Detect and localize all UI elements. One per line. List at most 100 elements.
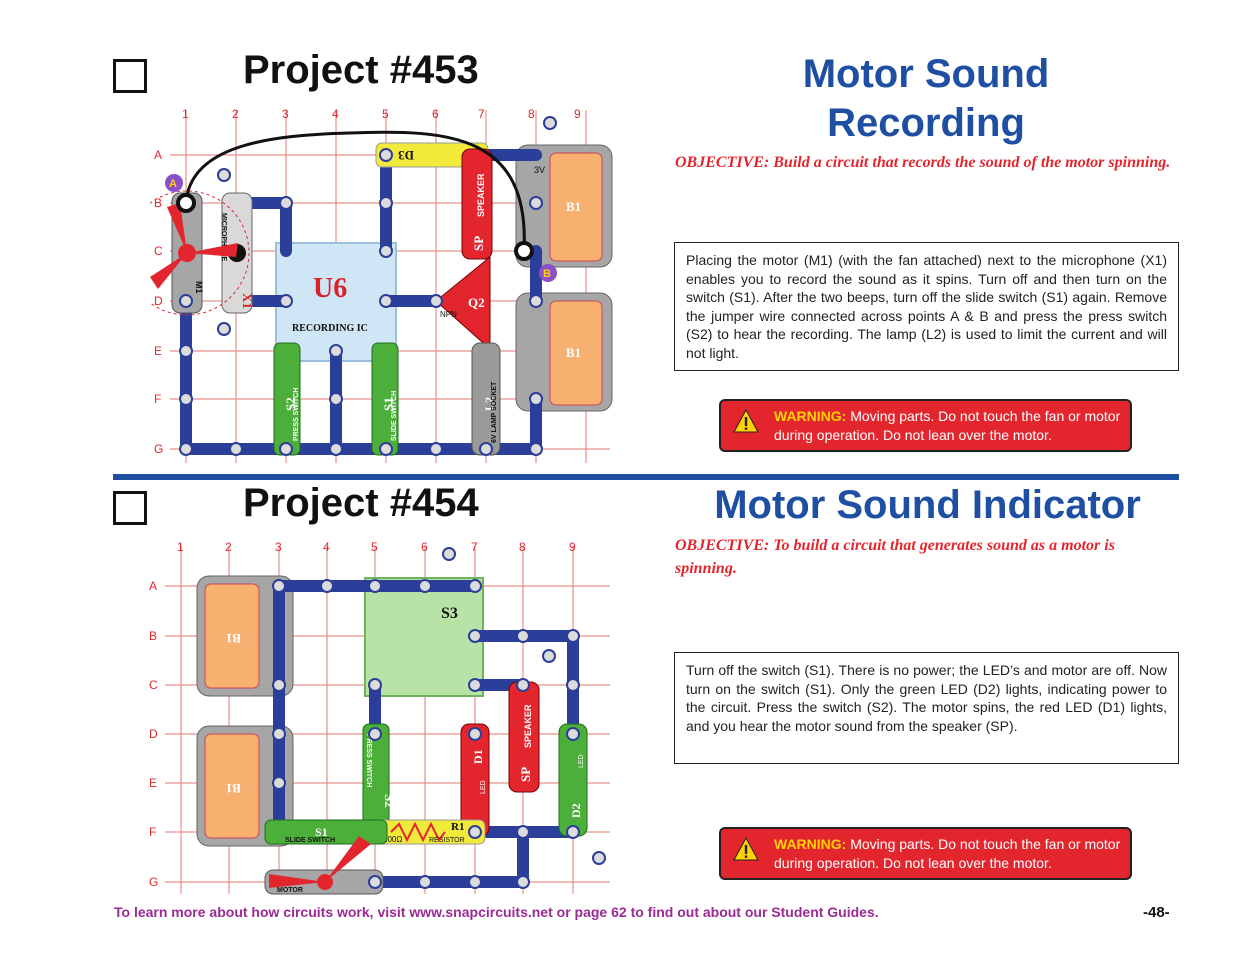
project-454-description: Turn off the switch (S1). There is no po… bbox=[674, 652, 1179, 764]
x1-label: X1 bbox=[240, 293, 255, 309]
col-label: 6 bbox=[421, 540, 428, 554]
warning-text: Moving parts. Do not touch the fan or mo… bbox=[774, 408, 1121, 443]
warning-triangle-icon bbox=[733, 409, 759, 433]
row-label: E bbox=[149, 776, 157, 790]
col-label: 9 bbox=[574, 107, 581, 121]
l2-sub: 6V LAMP SOCKET bbox=[491, 381, 498, 443]
row-label: D bbox=[149, 727, 158, 741]
row-label: C bbox=[149, 678, 158, 692]
s1-sub: SLIDE SWITCH bbox=[391, 391, 398, 441]
s3-label: S3 bbox=[441, 605, 458, 622]
npn-label: NPN bbox=[440, 310, 457, 319]
row-label: D bbox=[154, 294, 163, 308]
col-label: 5 bbox=[371, 540, 378, 554]
s2-label: S2 bbox=[283, 397, 298, 411]
col-label: 5 bbox=[382, 107, 389, 121]
row-label: G bbox=[149, 875, 158, 889]
u6-sub: RECORDING IC bbox=[292, 323, 368, 334]
snap-points-453 bbox=[179, 116, 557, 456]
row-label: B bbox=[154, 196, 162, 210]
m1-label: M1 bbox=[194, 281, 204, 294]
col-label: 2 bbox=[225, 540, 232, 554]
battery-v-label: 3V bbox=[534, 165, 545, 175]
warning-label: WARNING: bbox=[774, 408, 847, 424]
row-label: F bbox=[149, 825, 156, 839]
project-453-title-line2: Recording bbox=[827, 101, 1025, 145]
point-a-marker bbox=[165, 174, 183, 192]
project-454-objective: OBJECTIVE: To build a circuit that gener… bbox=[675, 537, 1115, 577]
project-454-number: Project #454 bbox=[243, 481, 479, 525]
switch-s1 bbox=[264, 819, 388, 845]
jumper-wire bbox=[184, 130, 526, 252]
battery-b1-top: B1 bbox=[196, 575, 294, 697]
project-453-title-line1: Motor Sound bbox=[802, 52, 1050, 96]
d2-led-label: LED bbox=[578, 754, 585, 768]
warning-label: WARNING: bbox=[774, 836, 847, 852]
row-label: A bbox=[154, 148, 162, 162]
project-453-description: Placing the motor (M1) (with the fan att… bbox=[674, 242, 1179, 371]
col-label: 2 bbox=[232, 107, 239, 121]
b1-bottom-label: B1 bbox=[566, 345, 581, 360]
row-label: A bbox=[149, 579, 157, 593]
page-number: -48- bbox=[1143, 904, 1170, 921]
project-453-warning: WARNING: Moving parts. Do not touch the … bbox=[719, 399, 1132, 452]
fan-circle bbox=[150, 190, 250, 316]
speaker-label: SPEAKER bbox=[476, 173, 486, 217]
r1-value: 100Ω bbox=[383, 835, 402, 844]
col-label: 1 bbox=[182, 107, 189, 121]
warning-triangle-icon bbox=[733, 837, 759, 861]
motor-label: MOTOR bbox=[277, 887, 303, 894]
col-label: 1 bbox=[177, 540, 184, 554]
s2-sub: PRESS SWITCH bbox=[293, 388, 300, 441]
col-label: 4 bbox=[323, 540, 330, 554]
relay-s3 bbox=[364, 577, 484, 697]
b1-bottom-label: B1 bbox=[226, 781, 241, 796]
point-b-label: B bbox=[543, 268, 551, 280]
d3-label: D3 bbox=[398, 148, 414, 163]
battery-b1-top: B1 3V bbox=[515, 144, 613, 268]
project-453-title: Motor Sound Recording bbox=[745, 50, 1107, 148]
project-454-checkbox[interactable] bbox=[113, 491, 147, 525]
row-label: C bbox=[154, 244, 163, 258]
col-label: 7 bbox=[478, 107, 485, 121]
battery-b1-bottom: B1 bbox=[515, 292, 613, 412]
col-label: 7 bbox=[471, 540, 478, 554]
b1-top-label: B1 bbox=[226, 631, 241, 646]
point-b-marker bbox=[539, 264, 557, 282]
project-454-circuit-diagram: 1 2 3 4 5 6 7 8 9 A B C D E F G B1 B1 S3 bbox=[145, 536, 615, 896]
project-453-objective: OBJECTIVE: Build a circuit that records … bbox=[675, 154, 1171, 171]
sp-label: SP bbox=[518, 767, 533, 782]
sp-label: SP bbox=[471, 236, 486, 251]
col-label: 6 bbox=[432, 107, 439, 121]
s2-sub: PRESS SWITCH bbox=[365, 734, 372, 787]
d2-label: D2 bbox=[569, 803, 583, 818]
q2-label: Q2 bbox=[468, 295, 485, 310]
project-453-circuit-diagram: 1 2 3 4 5 6 7 8 9 A B C D E F G U6 RECOR… bbox=[150, 105, 615, 465]
fan-blades bbox=[269, 836, 371, 890]
snap-points-454 bbox=[272, 547, 606, 889]
speaker-label: SPEAKER bbox=[523, 704, 533, 748]
col-label: 8 bbox=[519, 540, 526, 554]
speaker bbox=[461, 148, 493, 260]
project-453-number: Project #453 bbox=[243, 48, 479, 92]
project-454-title: Motor Sound Indicator bbox=[714, 483, 1141, 527]
col-label: 3 bbox=[282, 107, 289, 121]
project-453-checkbox[interactable] bbox=[113, 59, 147, 93]
row-label: F bbox=[154, 392, 161, 406]
d1-label: D1 bbox=[471, 749, 485, 764]
q2-transistor bbox=[435, 255, 491, 351]
s1-label: S1 bbox=[315, 825, 328, 839]
point-a-label: A bbox=[169, 178, 177, 190]
section-divider bbox=[113, 474, 1179, 480]
x1-sub: MICROPHONE bbox=[220, 213, 227, 262]
col-label: 8 bbox=[528, 107, 535, 121]
d1-led-label: LED bbox=[480, 780, 487, 794]
col-label: 3 bbox=[275, 540, 282, 554]
r1-label: R1 bbox=[451, 821, 464, 833]
project-454-warning: WARNING: Moving parts. Do not touch the … bbox=[719, 827, 1132, 880]
row-label: B bbox=[149, 629, 157, 643]
s1-sub: SLIDE SWITCH bbox=[285, 837, 335, 844]
battery-b1-bottom: B1 bbox=[196, 725, 294, 847]
warning-text: Moving parts. Do not touch the fan or mo… bbox=[774, 836, 1121, 871]
footer-text: To learn more about how circuits work, v… bbox=[114, 904, 879, 920]
